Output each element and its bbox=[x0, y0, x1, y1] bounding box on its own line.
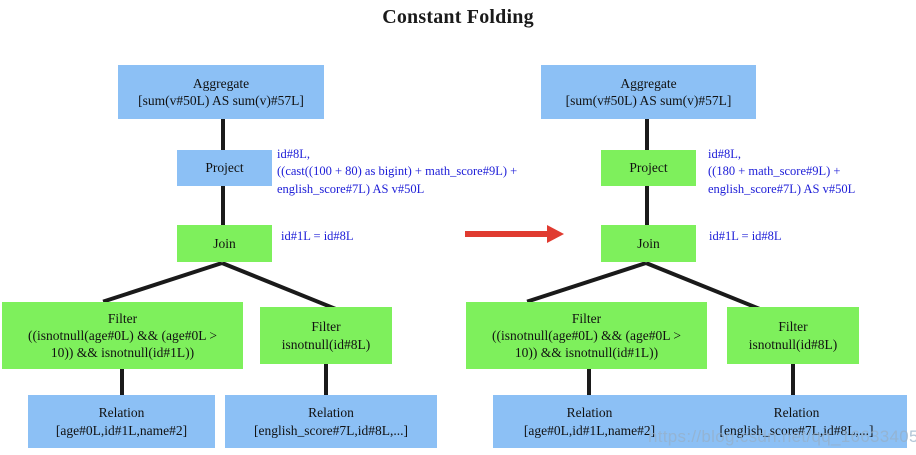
node-detail: [sum(v#50L) AS sum(v)#57L] bbox=[565, 93, 732, 108]
left-node-join[interactable]: Join bbox=[177, 225, 272, 262]
transform-arrow-shaft bbox=[465, 231, 549, 237]
node-detail: isnotnull(id#8L) bbox=[748, 336, 838, 352]
right-node-filter-2[interactable]: Filter isnotnull(id#8L) bbox=[727, 307, 859, 364]
node-detail-line-1: ((isnotnull(age#0L) && (age#0L > bbox=[492, 327, 681, 343]
node-title: Project bbox=[205, 160, 244, 176]
left-join-annotation: id#1L = id#8L bbox=[281, 229, 354, 243]
node-detail: [age#0L,id#1L,name#2] bbox=[55, 422, 188, 438]
left-node-relation-2[interactable]: Relation [english_score#7L,id#8L,...] bbox=[225, 395, 437, 448]
node-title: Aggregate bbox=[192, 75, 250, 91]
right-node-relation-2[interactable]: Relation [english_score#7L,id#8L,...] bbox=[686, 395, 907, 448]
node-detail-line-2: 10)) && isnotnull(id#1L)) bbox=[50, 345, 195, 361]
left-node-project[interactable]: Project bbox=[177, 150, 272, 186]
node-title: Filter bbox=[311, 319, 341, 335]
edge-filterright-relationright-right bbox=[791, 364, 795, 395]
node-detail: [sum(v#50L) AS sum(v)#57L] bbox=[138, 93, 304, 108]
right-node-relation-1[interactable]: Relation [age#0L,id#1L,name#2] bbox=[493, 395, 686, 448]
node-title: Relation bbox=[566, 405, 613, 421]
node-detail: [english_score#7L,id#8L,...] bbox=[719, 422, 874, 438]
node-detail: [english_score#7L,id#8L,...] bbox=[253, 422, 409, 438]
edge-join-filterleft-left bbox=[102, 261, 223, 304]
node-title: Relation bbox=[308, 405, 354, 421]
node-detail: [age#0L,id#1L,name#2] bbox=[523, 422, 656, 438]
left-node-filter-2[interactable]: Filter isnotnull(id#8L) bbox=[260, 307, 392, 364]
right-project-annotation: id#8L, ((180 + math_score#9L) + english_… bbox=[708, 147, 856, 196]
edge-join-filterleft-right bbox=[526, 261, 647, 304]
right-node-filter-1[interactable]: Filter ((isnotnull(age#0L) && (age#0L > … bbox=[466, 302, 707, 369]
edge-filterleft-relationleft-right bbox=[587, 369, 591, 395]
node-detail-line-2: 10)) && isnotnull(id#1L)) bbox=[514, 345, 659, 361]
node-title: Filter bbox=[107, 310, 138, 326]
edge-project-join-left bbox=[221, 186, 225, 226]
node-detail: isnotnull(id#8L) bbox=[281, 336, 371, 352]
node-title: Relation bbox=[98, 405, 145, 421]
right-node-join[interactable]: Join bbox=[601, 225, 696, 262]
node-title: Filter bbox=[571, 310, 602, 326]
edge-project-join-right bbox=[645, 186, 649, 226]
edge-aggregate-project-left bbox=[221, 119, 225, 151]
node-title: Join bbox=[637, 235, 660, 251]
left-node-filter-1[interactable]: Filter ((isnotnull(age#0L) && (age#0L > … bbox=[2, 302, 243, 369]
node-title: Filter bbox=[778, 319, 808, 335]
left-node-relation-1[interactable]: Relation [age#0L,id#1L,name#2] bbox=[28, 395, 215, 448]
transform-arrow-head bbox=[547, 225, 564, 243]
node-title: Aggregate bbox=[620, 75, 677, 91]
node-title: Project bbox=[629, 160, 668, 176]
edge-filterright-relationright-left bbox=[324, 364, 328, 395]
edge-filterleft-relationleft-left bbox=[120, 369, 124, 395]
page-title: Constant Folding bbox=[382, 6, 534, 28]
node-detail-line-1: ((isnotnull(age#0L) && (age#0L > bbox=[28, 327, 217, 343]
right-node-project[interactable]: Project bbox=[601, 150, 696, 186]
right-join-annotation: id#1L = id#8L bbox=[709, 229, 782, 243]
node-title: Relation bbox=[773, 405, 820, 421]
edge-aggregate-project-right bbox=[645, 119, 649, 151]
node-title: Join bbox=[213, 235, 236, 251]
watermark: https://blog.csdn.net/qq_16633405 bbox=[648, 427, 916, 446]
right-node-aggregate[interactable]: Aggregate [sum(v#50L) AS sum(v)#57L] bbox=[541, 65, 756, 119]
left-node-aggregate[interactable]: Aggregate [sum(v#50L) AS sum(v)#57L] bbox=[118, 65, 324, 119]
left-project-annotation: id#8L, ((cast((100 + 80) as bigint) + ma… bbox=[277, 147, 518, 196]
